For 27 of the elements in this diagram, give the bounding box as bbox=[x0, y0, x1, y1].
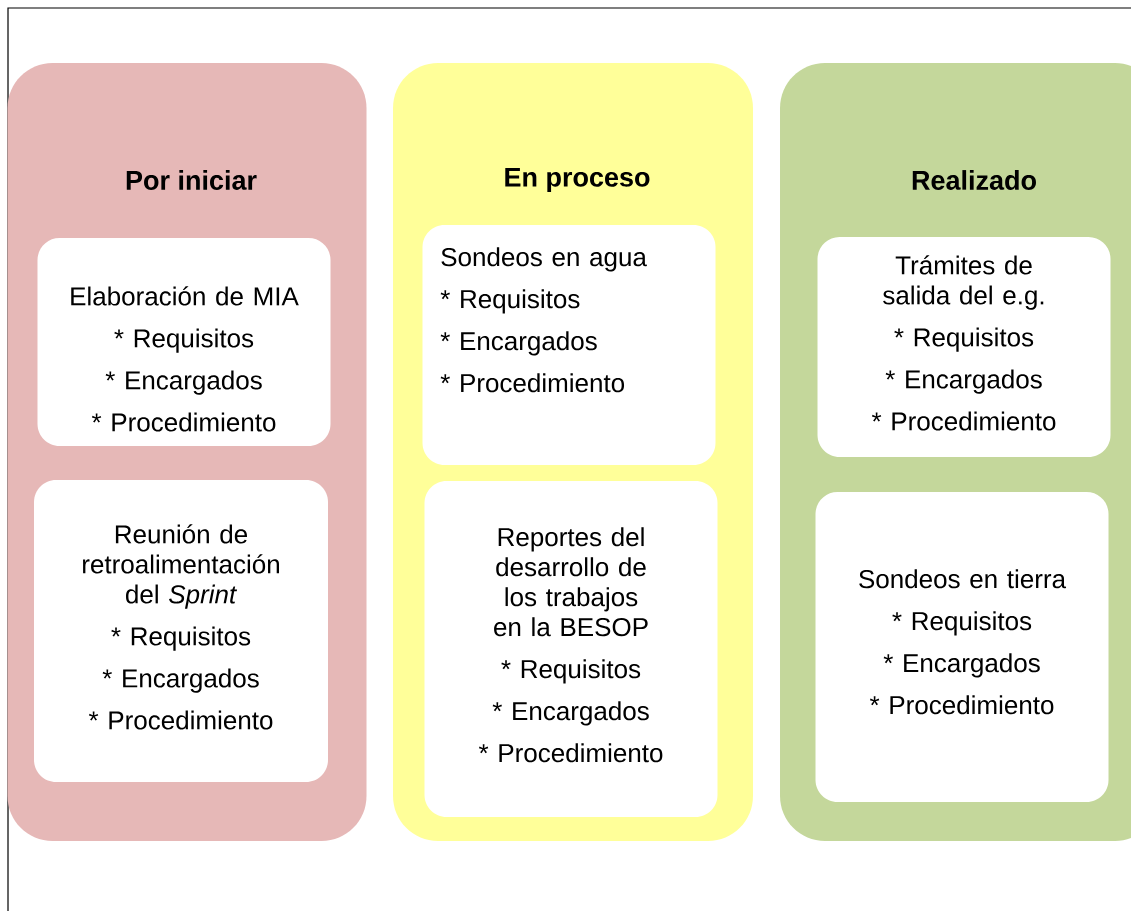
card-title: Sondeos en agua bbox=[441, 247, 647, 272]
column-heading: En proceso bbox=[505, 167, 650, 193]
list-item: * Encargados bbox=[885, 369, 1042, 394]
list-item: * Encargados bbox=[883, 653, 1040, 678]
column-heading: Realizado bbox=[912, 170, 1036, 190]
card-title: Sondeos en tierra bbox=[859, 569, 1067, 589]
list-item: * Requisitos bbox=[111, 626, 251, 651]
list-item: * Encargados bbox=[105, 370, 262, 395]
column-heading: Por iniciar bbox=[126, 170, 257, 190]
list-item: * Requisitos bbox=[114, 328, 254, 353]
list-item: * Requisitos bbox=[892, 611, 1032, 636]
list-item: * Procedimiento bbox=[91, 412, 276, 432]
list-item: * Requisitos bbox=[894, 327, 1034, 352]
list-item: * Procedimiento bbox=[869, 695, 1054, 715]
list-item: * Encargados bbox=[492, 701, 649, 726]
list-item: * Procedimiento bbox=[478, 743, 663, 763]
list-item: * Procedimiento bbox=[871, 411, 1056, 431]
list-item: * Requisitos bbox=[501, 659, 641, 684]
list-item: * Procedimiento bbox=[440, 373, 625, 393]
card-title: Reportes del desarrollo de los trabajos en la BESOP bbox=[494, 527, 648, 637]
list-item: * Procedimiento bbox=[88, 710, 273, 730]
card-title: Elaboración de MIA bbox=[71, 286, 299, 306]
card-title: Trámites de salida del e.g. bbox=[883, 255, 1044, 310]
list-item: * Encargados bbox=[440, 331, 597, 356]
list-item: * Requisitos bbox=[440, 289, 580, 314]
card-title: Reunión de retroalimentación del Sprint bbox=[83, 524, 279, 609]
list-item: * Encargados bbox=[102, 668, 259, 693]
